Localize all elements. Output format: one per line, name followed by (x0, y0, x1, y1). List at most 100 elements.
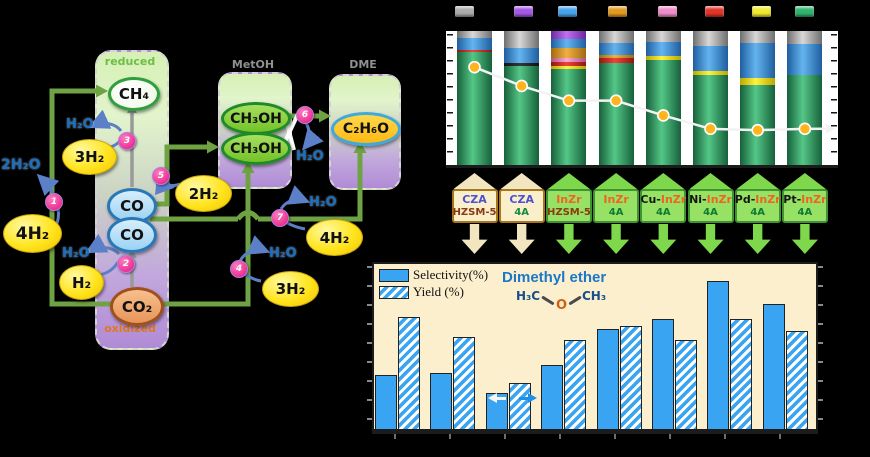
bubble-2h2-mid: 2H₂ (175, 175, 232, 212)
bottom-chart-title: Dimethyl ether (502, 269, 606, 286)
catalyst-down-arrow-icon (698, 224, 724, 254)
species-co2: CO₂ (110, 287, 164, 326)
catalyst-box-2: CZA4A (499, 189, 545, 223)
yield-bar (564, 340, 586, 429)
catalyst-down-arrow-icon (792, 224, 818, 254)
legend-swatch-gray (455, 6, 474, 17)
label-h2o-step6: H₂O (296, 149, 324, 164)
legend-swatch-red (705, 6, 724, 17)
bar-segment-blue (740, 43, 775, 78)
step-circle-4: 4 (230, 260, 248, 278)
legend-swatch-purple (514, 6, 533, 17)
yield-bar (509, 383, 531, 429)
bond-icon (541, 295, 554, 305)
selectivity-bar (763, 304, 785, 429)
bond-icon (568, 295, 581, 305)
label-h2o-step2: H₂O (62, 246, 90, 261)
step-circle-1: 1 (45, 193, 63, 211)
catalyst-down-arrow-icon (745, 224, 771, 254)
catalyst-down-arrow-icon (556, 224, 582, 254)
bottom-chart-x-ticks (394, 434, 806, 439)
catalyst-up-arrow-icon (784, 173, 826, 189)
species-meoh-top: CH₃OH (221, 102, 291, 135)
yield-bar (786, 331, 808, 429)
yield-legend-label: Yield (%) (413, 284, 464, 300)
bottom-chart: Selectivity(%) Yield (%) Dimethyl ether … (372, 262, 818, 434)
bar-segment-green (457, 52, 492, 165)
selectivity-bar (707, 281, 729, 429)
catalyst-down-arrow-icon (650, 224, 676, 254)
step-circle-7: 7 (271, 209, 289, 227)
catalyst-up-arrow-icon (501, 173, 543, 189)
bubble-4h2-left: 4H₂ (3, 214, 62, 253)
catalyst-down-arrow-icon (509, 224, 535, 254)
bar-segment-green (787, 75, 822, 165)
bar-segment-gray (693, 31, 728, 46)
top-chart-legend (440, 6, 870, 20)
right-axis-arrow-icon (519, 393, 537, 403)
species-meoh-bottom: CH₃OH (221, 132, 291, 165)
bar-segment-blue (457, 38, 492, 50)
bottom-chart-left-ticks (367, 266, 372, 426)
bar-segment-blue (599, 43, 634, 55)
left-axis-arrow-icon (488, 393, 506, 403)
selectivity-swatch-icon (379, 269, 409, 282)
yield-bar (620, 326, 642, 429)
bar-segment-blue (693, 46, 728, 71)
bottom-chart-legend: Selectivity(%) Yield (%) (379, 267, 488, 301)
catalyst-box-8: Pt-InZr4A (782, 189, 828, 223)
catalyst-up-arrow-icon (595, 173, 637, 189)
dme-box-label: DME (329, 58, 397, 71)
legend-swatch-green (795, 6, 814, 17)
catalyst-up-arrow-icon (548, 173, 590, 189)
bottom-chart-right-ticks (818, 266, 823, 426)
stacked-bar (646, 31, 681, 165)
catalyst-box-1: CZAHZSM-5 (452, 189, 498, 223)
bubble-3h2-right: 3H₂ (262, 271, 319, 307)
catalyst-down-arrow-icon (462, 224, 488, 254)
top-chart-left-ticks (447, 34, 453, 162)
catalyst-box-3: InZrHZSM-5 (546, 189, 592, 223)
molecule-h3c: H₃C (516, 289, 540, 303)
bubble-h2-lower: H₂ (59, 265, 104, 300)
step-circle-2: 2 (117, 255, 135, 273)
bar-segment-green (504, 66, 539, 165)
label-h2o-step4: H₂O (269, 246, 297, 261)
stacked-bar (740, 31, 775, 165)
bar-segment-blue (504, 48, 539, 63)
bar-segment-gray (457, 31, 492, 38)
stacked-bar (599, 31, 634, 165)
stacked-bar (504, 31, 539, 165)
catalyst-box-4: InZr4A (593, 189, 639, 223)
meoh-box-label: MetOH (218, 58, 288, 71)
bar-segment-blue (646, 42, 681, 57)
step-circle-3: 3 (118, 132, 136, 150)
label-2h2o-left: 2H₂O (1, 157, 41, 173)
species-co-bottom: CO (107, 217, 157, 253)
dme-molecule-structure: H₃C O CH₃ (516, 289, 616, 315)
catalyst-box-7: Pd-InZr4A (735, 189, 781, 223)
selectivity-bar (541, 365, 563, 429)
reduced-label: reduced (95, 55, 165, 68)
selectivity-legend-label: Selectivity(%) (413, 267, 488, 283)
molecule-ch3: CH₃ (582, 289, 606, 303)
species-ch4: CH₄ (108, 77, 160, 111)
legend-swatch-blue (558, 6, 577, 17)
stacked-bar (457, 31, 492, 165)
catalyst-up-arrow-icon (454, 173, 496, 189)
bar-segment-green (646, 60, 681, 165)
selectivity-bar (375, 375, 397, 429)
selectivity-bar (430, 373, 452, 429)
label-h2o-step7: H₂O (309, 195, 337, 210)
label-h2o-step3: H₂O (66, 117, 94, 132)
bar-segment-purple (551, 31, 586, 39)
yield-bar (398, 317, 420, 429)
yield-bar (453, 337, 475, 429)
bar-segment-orange (551, 48, 586, 57)
legend-swatch-pink (658, 6, 677, 17)
stacked-bar (551, 31, 586, 165)
catalyst-box-5: Cu-InZr4A (640, 189, 686, 223)
catalyst-up-arrow-icon (737, 173, 779, 189)
bar-segment-blue (551, 39, 586, 48)
